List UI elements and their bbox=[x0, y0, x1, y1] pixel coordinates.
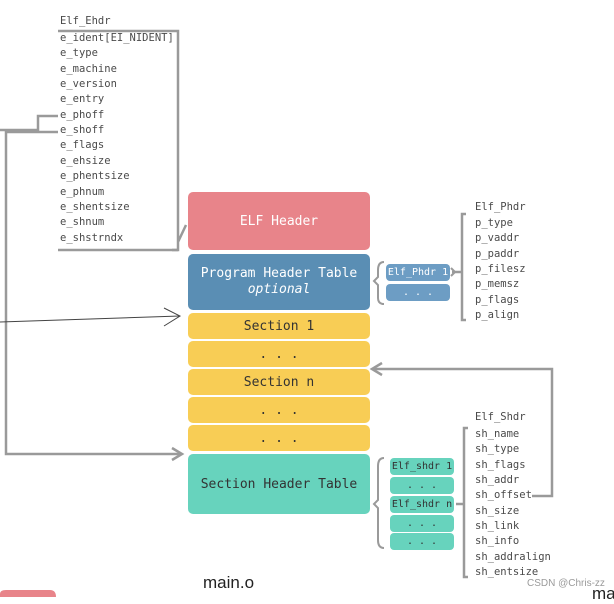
hand-drawn-arrowhead bbox=[163, 307, 182, 327]
ehdr-field-e-phentsize: e_phentsize bbox=[60, 170, 130, 183]
file-caption: main.o bbox=[203, 573, 255, 592]
shdr-field-sh-addralign: sh_addralign bbox=[475, 550, 551, 563]
shdr-field-sh-link: sh_link bbox=[475, 520, 520, 533]
phdr-pill-dots: . . . bbox=[386, 284, 450, 301]
shoff-arrowhead bbox=[171, 446, 185, 462]
ehdr-field-e-entry: e_entry bbox=[60, 93, 105, 106]
ehdr-field-e-shoff: e_shoff bbox=[60, 124, 105, 137]
phdr-pill-arrow-tip bbox=[450, 267, 457, 277]
shdr-pill-dots-1: . . . bbox=[390, 477, 454, 494]
section-1-block: Section 1 bbox=[188, 313, 370, 339]
phdr-field-p-type: p_type bbox=[475, 217, 513, 229]
section-header-table-label: Section Header Table bbox=[200, 476, 358, 492]
shoff-line bbox=[4, 130, 180, 456]
section-dots-label-2: . . . bbox=[259, 402, 299, 418]
ehdr-field-e-shnum: e_shnum bbox=[60, 216, 105, 229]
phdr-field-p-memsz: p_memsz bbox=[475, 278, 520, 291]
section-dots-block-3: . . . bbox=[188, 425, 370, 451]
shdr-pill-dots-3: . . . bbox=[390, 533, 454, 550]
ehdr-field-e-type: e_type bbox=[60, 47, 98, 60]
shdr-field-sh-size: sh_size bbox=[475, 504, 520, 517]
shdr-pill-1: Elf_shdr 1 bbox=[390, 458, 454, 475]
shdr-field-sh-offset: sh_offset bbox=[475, 489, 532, 502]
shdr-title: Elf_Shdr bbox=[475, 411, 526, 423]
shdr-pill-brace bbox=[372, 457, 385, 549]
ehdr-title: Elf_Ehdr bbox=[60, 15, 111, 27]
shdr-field-sh-name: sh_name bbox=[475, 428, 520, 440]
ehdr-field-e-shstrndx: e_shstrndx bbox=[60, 231, 124, 244]
ehdr-field-e-shentsize: e_shentsize bbox=[60, 200, 130, 213]
shdr-pill-n: Elf_shdr n bbox=[390, 496, 454, 513]
program-header-table-label: Program Header Table bbox=[200, 266, 358, 281]
shdr-field-sh-addr: sh_addr bbox=[475, 474, 520, 487]
phdr-field-p-flags: p_flags bbox=[475, 293, 520, 306]
phdr-field-p-filesz: p_filesz bbox=[475, 263, 526, 276]
phoff-line bbox=[0, 114, 58, 132]
section-header-table-block: Section Header Table bbox=[188, 454, 370, 514]
phdr-field-p-paddr: p_paddr bbox=[475, 247, 520, 260]
ehdr-field-e-flags: e_flags bbox=[60, 139, 105, 152]
ehdr-field-e-phoff: e_phoff bbox=[60, 108, 105, 121]
shdr-list-bracket bbox=[462, 426, 468, 579]
phdr-pill-1: Elf_Phdr 1 bbox=[386, 264, 450, 281]
shdr-field-sh-entsize: sh_entsize bbox=[475, 566, 539, 579]
shdr-field-sh-flags: sh_flags bbox=[475, 458, 526, 471]
corner-text: ma bbox=[592, 584, 614, 603]
ehdr-field-e-phnum: e_phnum bbox=[60, 185, 105, 198]
section-dots-block-1: . . . bbox=[188, 341, 370, 367]
ehdr-field-e-ehsize: e_ehsize bbox=[60, 154, 111, 167]
section-n-block: Section n bbox=[188, 369, 370, 395]
elf-header-block: ELF Header bbox=[188, 192, 370, 250]
hand-drawn-arrow bbox=[0, 315, 181, 323]
shdr-pill-dots-2: . . . bbox=[390, 515, 454, 532]
phdr-field-p-align: p_align bbox=[475, 309, 520, 322]
phdr-list-bracket bbox=[460, 212, 466, 322]
shdr-field-sh-info: sh_info bbox=[475, 535, 520, 548]
phdr-pill-brace bbox=[372, 261, 385, 305]
ehdr-field-e-ident-ei-nident: e_ident[EI_NIDENT] bbox=[60, 32, 174, 44]
ehdr-field-e-machine: e_machine bbox=[60, 62, 117, 75]
phdr-field-p-vaddr: p_vaddr bbox=[475, 232, 520, 245]
sh-offset-arrowhead bbox=[369, 361, 383, 377]
section-dots-label-1: . . . bbox=[259, 346, 299, 362]
section-dots-label-3: . . . bbox=[259, 430, 299, 446]
section-dots-block-2: . . . bbox=[188, 397, 370, 423]
csdn-watermark: CSDN @Chris-zz bbox=[527, 578, 605, 589]
program-header-table-block: Program Header Table optional bbox=[188, 254, 370, 310]
section-n-label: Section n bbox=[243, 374, 315, 390]
shdr-field-sh-type: sh_type bbox=[475, 443, 520, 456]
phdr-title: Elf_Phdr bbox=[475, 201, 526, 213]
ehdr-field-e-version: e_version bbox=[60, 78, 117, 91]
elf-header-label: ELF Header bbox=[239, 213, 319, 229]
sh-offset-line bbox=[374, 367, 554, 498]
program-header-optional-label: optional bbox=[247, 282, 311, 297]
section-1-label: Section 1 bbox=[243, 318, 315, 334]
red-corner-shape bbox=[0, 590, 56, 597]
